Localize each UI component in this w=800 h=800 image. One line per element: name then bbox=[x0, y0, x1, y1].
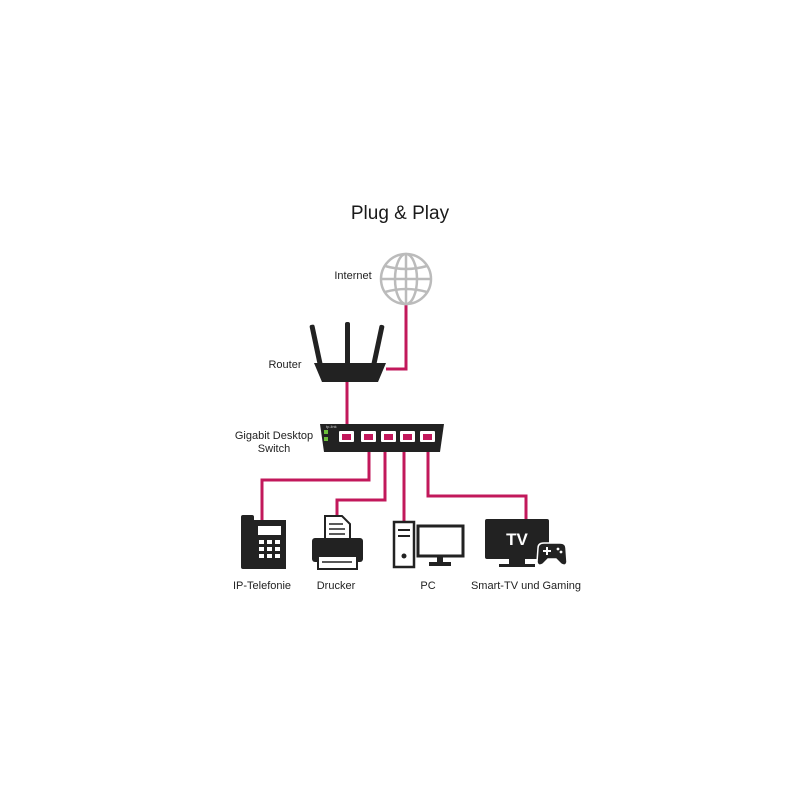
label-switch-line2: Switch bbox=[257, 443, 291, 455]
cable-switch-phone bbox=[260, 440, 371, 520]
cable-switch-tv bbox=[426, 440, 528, 519]
switch-icon: tp-link bbox=[320, 424, 444, 452]
tv-icon: TV bbox=[485, 519, 549, 567]
label-ip-phone: IP-Telefonie bbox=[232, 580, 292, 592]
switch-brand: tp-link bbox=[326, 424, 337, 429]
label-internet: Internet bbox=[334, 270, 372, 282]
label-tv-gaming: Smart-TV und Gaming bbox=[470, 580, 582, 592]
diagram-title: Plug & Play bbox=[350, 203, 450, 224]
printer-icon bbox=[312, 515, 363, 570]
cable-switch-printer bbox=[335, 440, 387, 518]
cable-internet-router bbox=[386, 305, 408, 371]
label-switch: Gigabit Desktop Switch bbox=[222, 430, 326, 456]
cables bbox=[260, 305, 528, 522]
label-printer: Drucker bbox=[316, 580, 356, 592]
label-switch-line1: Gigabit Desktop bbox=[234, 430, 314, 442]
ip-phone-icon bbox=[241, 515, 286, 569]
label-router: Router bbox=[268, 359, 302, 371]
router-icon bbox=[309, 322, 386, 382]
pc-icon bbox=[392, 520, 465, 569]
label-pc: PC bbox=[420, 580, 436, 592]
globe-icon bbox=[379, 252, 433, 306]
tv-screen-text: TV bbox=[506, 530, 528, 549]
gamepad-icon bbox=[536, 542, 568, 566]
